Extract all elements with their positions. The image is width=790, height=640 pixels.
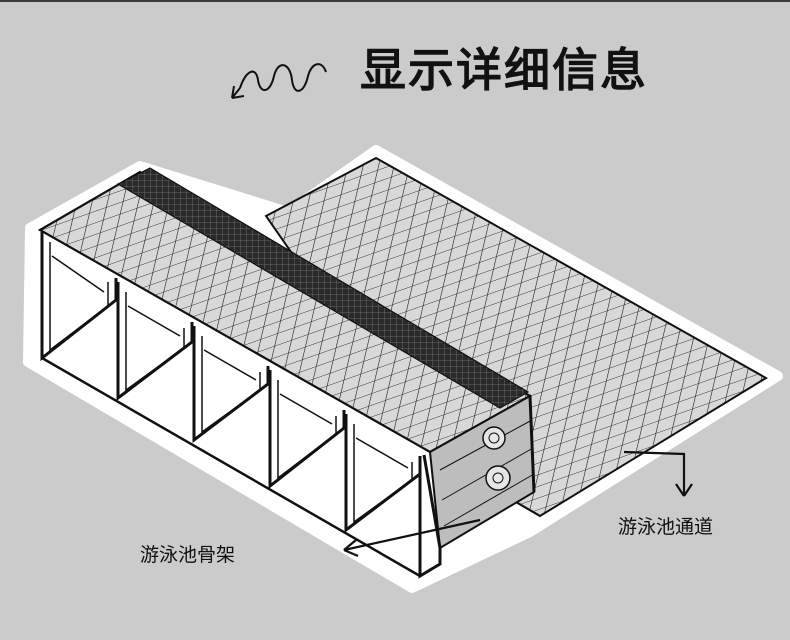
- squiggle-arrow-icon: [231, 63, 327, 99]
- arrow-left-icon: [343, 518, 481, 558]
- arrow-down-icon: [623, 450, 693, 497]
- pool-skeleton-deck: [37, 167, 533, 454]
- deck-end-box: [422, 394, 536, 550]
- page-title: 显示详细信息: [360, 43, 648, 97]
- pool-skeleton-label: 游泳池骨架: [140, 544, 236, 566]
- pool-channel-label: 游泳池通道: [618, 516, 714, 538]
- skeleton-frames: [40, 232, 442, 579]
- top-divider: [0, 0, 790, 2]
